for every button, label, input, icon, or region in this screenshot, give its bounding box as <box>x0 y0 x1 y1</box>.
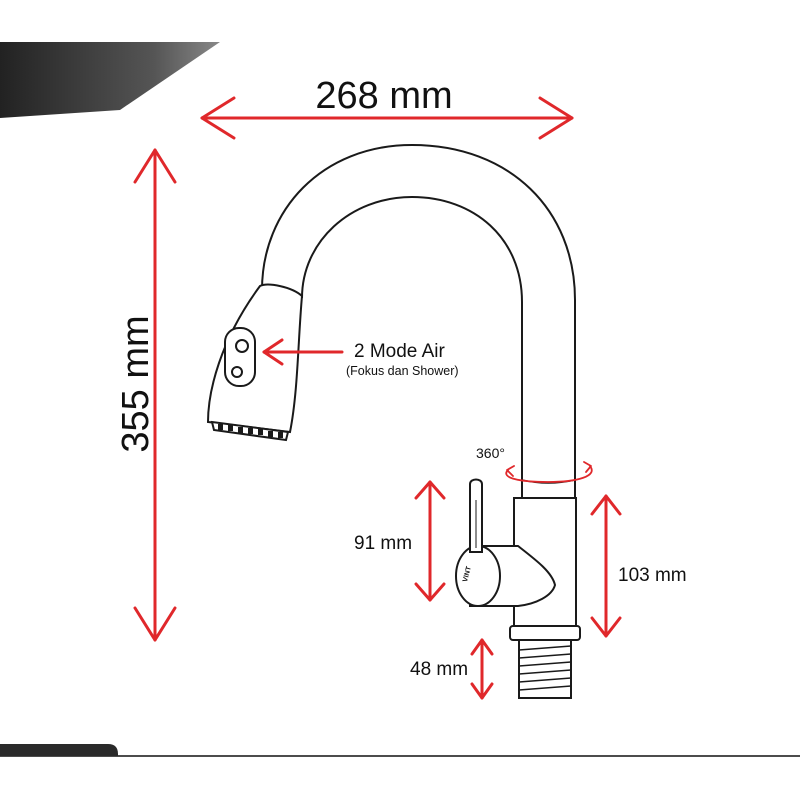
dimension-arrows <box>133 96 622 700</box>
mode-button-upper <box>235 339 249 353</box>
bottom-tab <box>0 744 118 756</box>
header-band <box>0 42 220 118</box>
thread-arrow <box>470 638 494 700</box>
callout-subtitle: (Fokus dan Shower) <box>346 364 459 378</box>
height-label: 355 mm <box>115 315 157 452</box>
thread-label: 48 mm <box>410 659 468 680</box>
handle-label: 91 mm <box>354 533 412 554</box>
spout-inner <box>301 195 523 498</box>
faucet-drawing <box>206 143 581 699</box>
body-arrow <box>590 494 622 638</box>
callout-title: 2 Mode Air <box>354 341 445 362</box>
thread-lines <box>518 645 572 691</box>
height-arrow <box>133 148 177 642</box>
rotation-label: 360° <box>476 445 505 461</box>
brand-mark: VINT <box>462 565 473 583</box>
mode-button <box>224 327 256 387</box>
mode-callout-arrow <box>262 338 344 366</box>
width-arrow <box>200 96 574 140</box>
handle-arrow <box>414 480 446 602</box>
spout-outer <box>261 143 576 498</box>
rotation-arrow <box>505 461 593 483</box>
width-label: 268 mm <box>315 75 452 117</box>
body-label: 103 mm <box>618 565 687 586</box>
base-ring <box>509 625 581 641</box>
nozzle-holes <box>218 424 283 438</box>
mode-button-lower <box>231 366 243 378</box>
